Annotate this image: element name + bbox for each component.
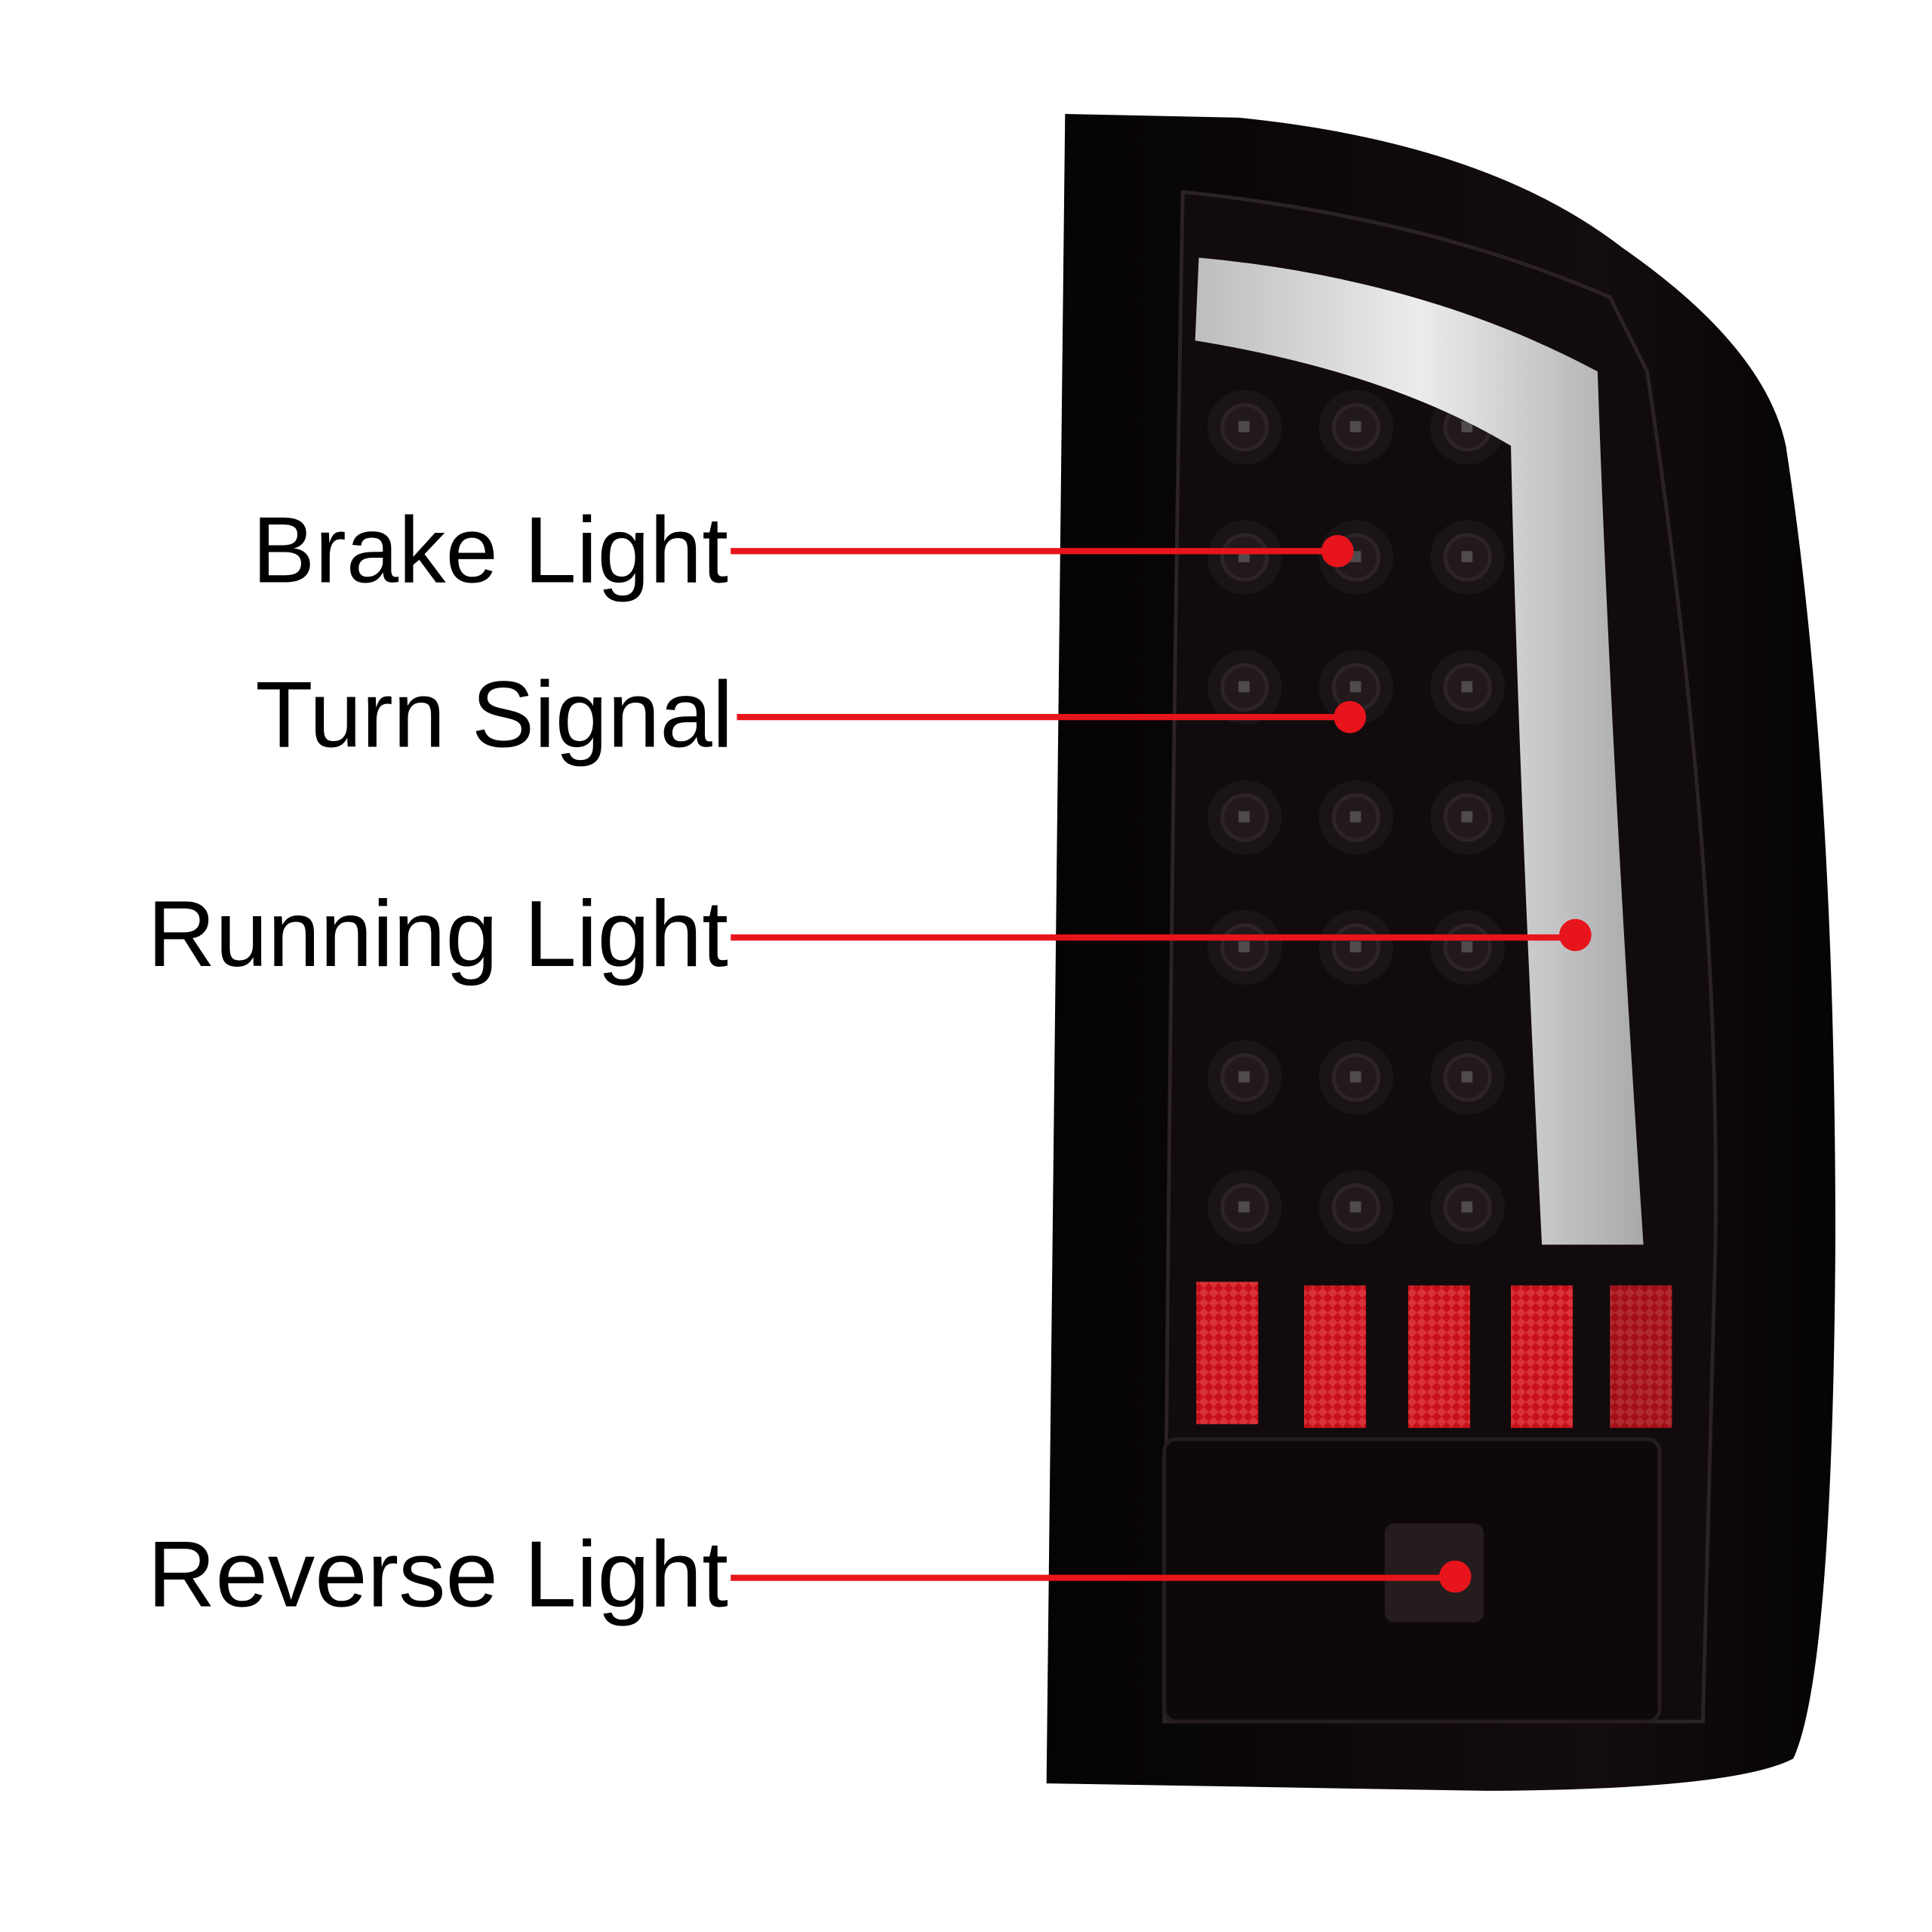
- running-light-bar: [1195, 257, 1644, 1245]
- led-array: [1189, 371, 1530, 1245]
- label-reverse-light: Reverse Light: [148, 1521, 728, 1626]
- label-turn-signal: Turn Signal: [255, 663, 733, 768]
- turn-signal-marker: [1334, 700, 1367, 734]
- label-running-light: Running Light: [147, 881, 728, 986]
- label-brake-light: Brake Light: [252, 497, 728, 602]
- tail-light-housing: [1046, 113, 1835, 1791]
- callout-running-light: Running Light: [147, 881, 1592, 986]
- running-light-marker: [1559, 918, 1592, 952]
- reverse-light-marker: [1438, 1560, 1472, 1593]
- callout-turn-signal: Turn Signal: [255, 663, 1367, 768]
- callout-reverse-light: Reverse Light: [148, 1521, 1472, 1626]
- brake-light-marker: [1321, 534, 1354, 568]
- callout-brake-light: Brake Light: [252, 497, 1354, 602]
- reflector-row: [1196, 1281, 1672, 1429]
